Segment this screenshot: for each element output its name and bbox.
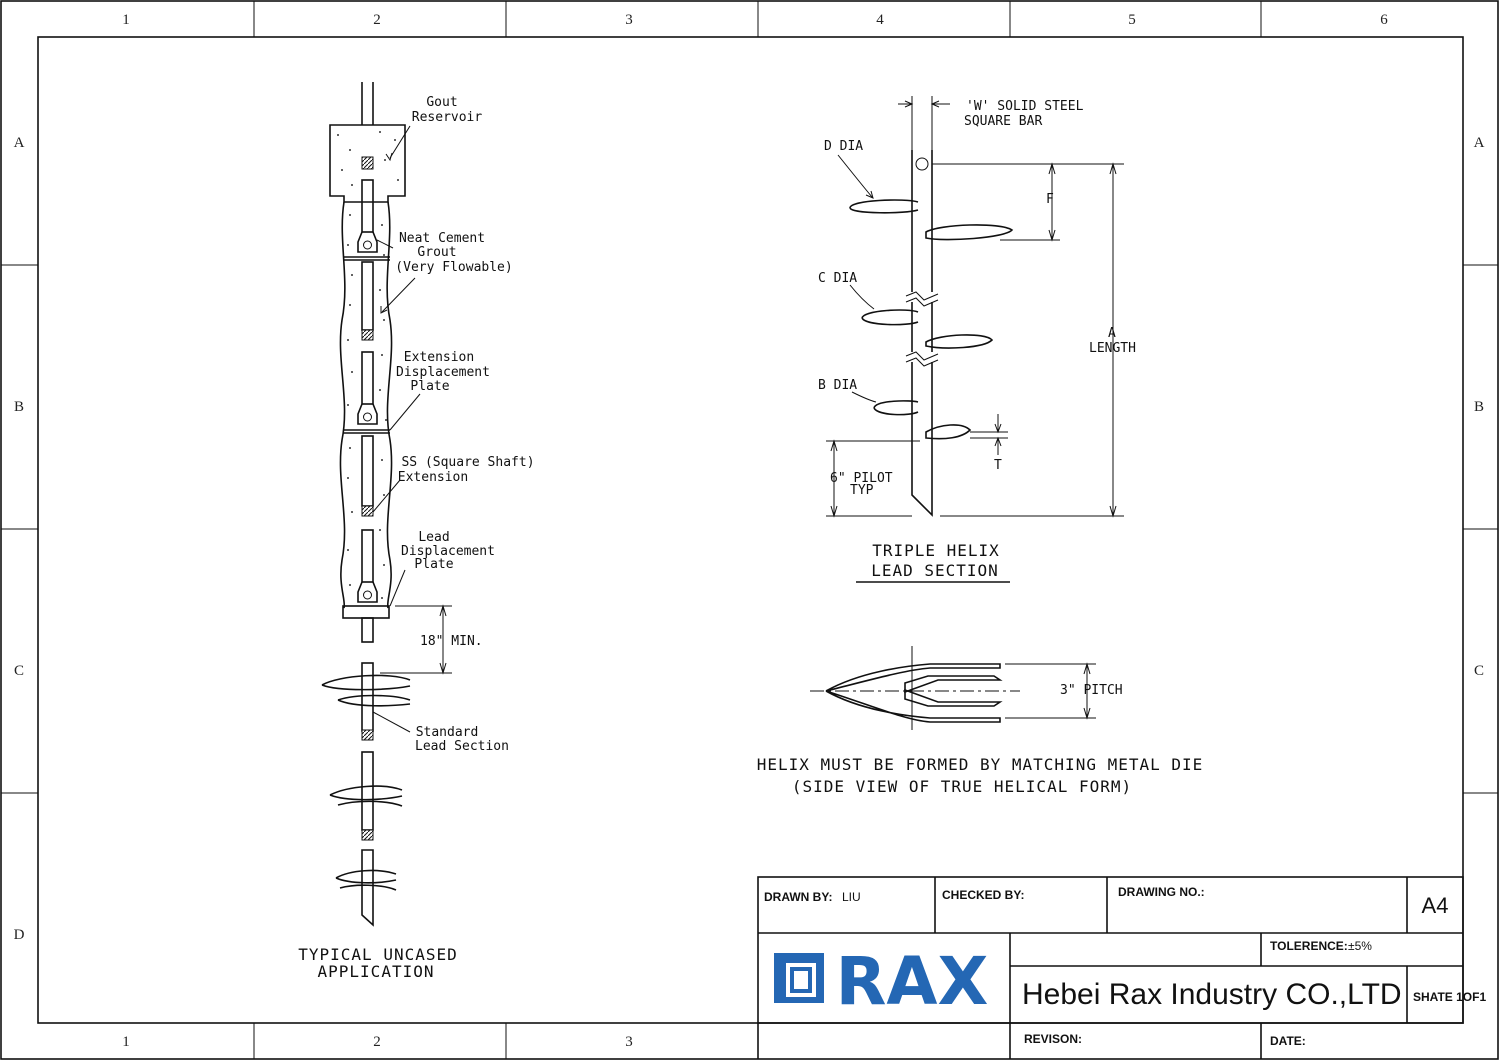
title-block: DRAWN BY: LIU CHECKED BY: DRAWING NO.: A… [757,876,1486,1059]
col-label-top: 1 [122,12,130,28]
lead-displacement-plate [342,605,390,619]
label-grout-reservoir: Gout [426,95,457,110]
label-lead-plate: Lead [418,530,449,545]
caption-uncased: TYPICAL UNCASED [298,945,458,964]
drawing-no-label: DRAWING NO.: [1118,885,1205,899]
sheet-number: SHATE 1OF1 [1413,990,1486,1004]
helix-c [861,309,919,326]
label-extension-plate: Displacement [396,365,490,380]
grout-column-right [386,201,393,609]
drawn-by-label: DRAWN BY: [764,890,832,904]
label-b-dia: B DIA [818,378,857,393]
label-lead-plate: Displacement [401,544,495,559]
pitch-detail: 3" PITCH HELIX MUST BE FORMED BY MATCHIN… [757,646,1204,796]
uncased-application-drawing: Gout Reservoir Neat Cement Grout (Very F… [298,82,535,981]
col-label-top: 4 [876,12,884,28]
inner-frame [37,36,1464,1024]
paper-size: A4 [1422,893,1449,918]
col-label-top: 6 [1380,12,1388,28]
label-ss-extension: Extension [398,470,468,485]
caption-triple-helix: TRIPLE HELIX [872,541,1000,560]
label-neat-cement: (Very Flowable) [395,260,512,275]
grout-stipple [337,131,399,599]
col-label-top: 2 [373,12,381,28]
label-neat-cement: Neat Cement [399,231,485,246]
row-label-right: A [1474,135,1485,151]
grout-column-left [339,201,346,609]
row-label-left: D [14,927,25,943]
label-pitch: 3" PITCH [1060,683,1123,698]
label-min-depth: 18" MIN. [420,634,483,649]
label-length: LENGTH [1089,341,1136,356]
helix-b [873,400,919,416]
label-neat-cement: Grout [417,245,456,260]
helix-note: HELIX MUST BE FORMED BY MATCHING METAL D… [757,755,1204,774]
label-extension-plate: Plate [410,379,449,394]
rax-logo: RAX [774,943,988,1020]
label-standard-lead: Standard [416,725,479,740]
date-label: DATE: [1270,1034,1306,1048]
col-label-top: 3 [625,12,633,28]
label-lead-plate: Plate [414,557,453,572]
checked-by-label: CHECKED BY: [942,888,1024,902]
revision-label: REVISON: [1024,1032,1082,1046]
square-shaft [911,150,933,517]
row-label-right: C [1474,663,1484,679]
col-label-bottom: 3 [625,1034,633,1050]
triple-helix-drawing: 'W' SOLID STEEL SQUARE BAR D DIA C DIA B… [818,96,1136,583]
tolerance-label: TOLERENCE: [1270,939,1348,953]
row-label-left: B [14,399,24,415]
drawn-by-value: LIU [842,890,861,904]
helix-note: (SIDE VIEW OF TRUE HELICAL FORM) [792,777,1132,796]
company-name: Hebei Rax Industry CO.,LTD [1022,978,1402,1011]
label-t: T [994,458,1002,473]
row-label-right: B [1474,399,1484,415]
label-d-dia: D DIA [824,139,863,154]
label-standard-lead: Lead Section [415,739,509,754]
label-extension-plate: Extension [404,350,474,365]
caption-triple-helix: LEAD SECTION [871,561,999,580]
label-grout-reservoir: Reservoir [412,110,483,125]
bolt-hole [915,157,929,171]
label-ss-extension: SS (Square Shaft) [401,455,534,470]
logo-text: RAX [836,943,989,1020]
label-f: F [1046,192,1054,207]
tolerance-value: ±5% [1348,939,1372,953]
col-label-bottom: 2 [373,1034,381,1050]
label-c-dia: C DIA [818,271,857,286]
label-pilot: TYP [850,483,874,498]
label-solid-bar: 'W' SOLID STEEL [966,99,1084,114]
row-label-left: C [14,663,24,679]
caption-uncased: APPLICATION [318,962,435,981]
label-solid-bar: SQUARE BAR [964,114,1042,129]
col-label-bottom: 1 [122,1034,130,1050]
label-a: A [1108,326,1116,341]
row-label-left: A [14,135,25,151]
helix-d [849,199,919,214]
label-pilot: 6" PILOT [830,471,893,486]
col-label-top: 5 [1128,12,1136,28]
